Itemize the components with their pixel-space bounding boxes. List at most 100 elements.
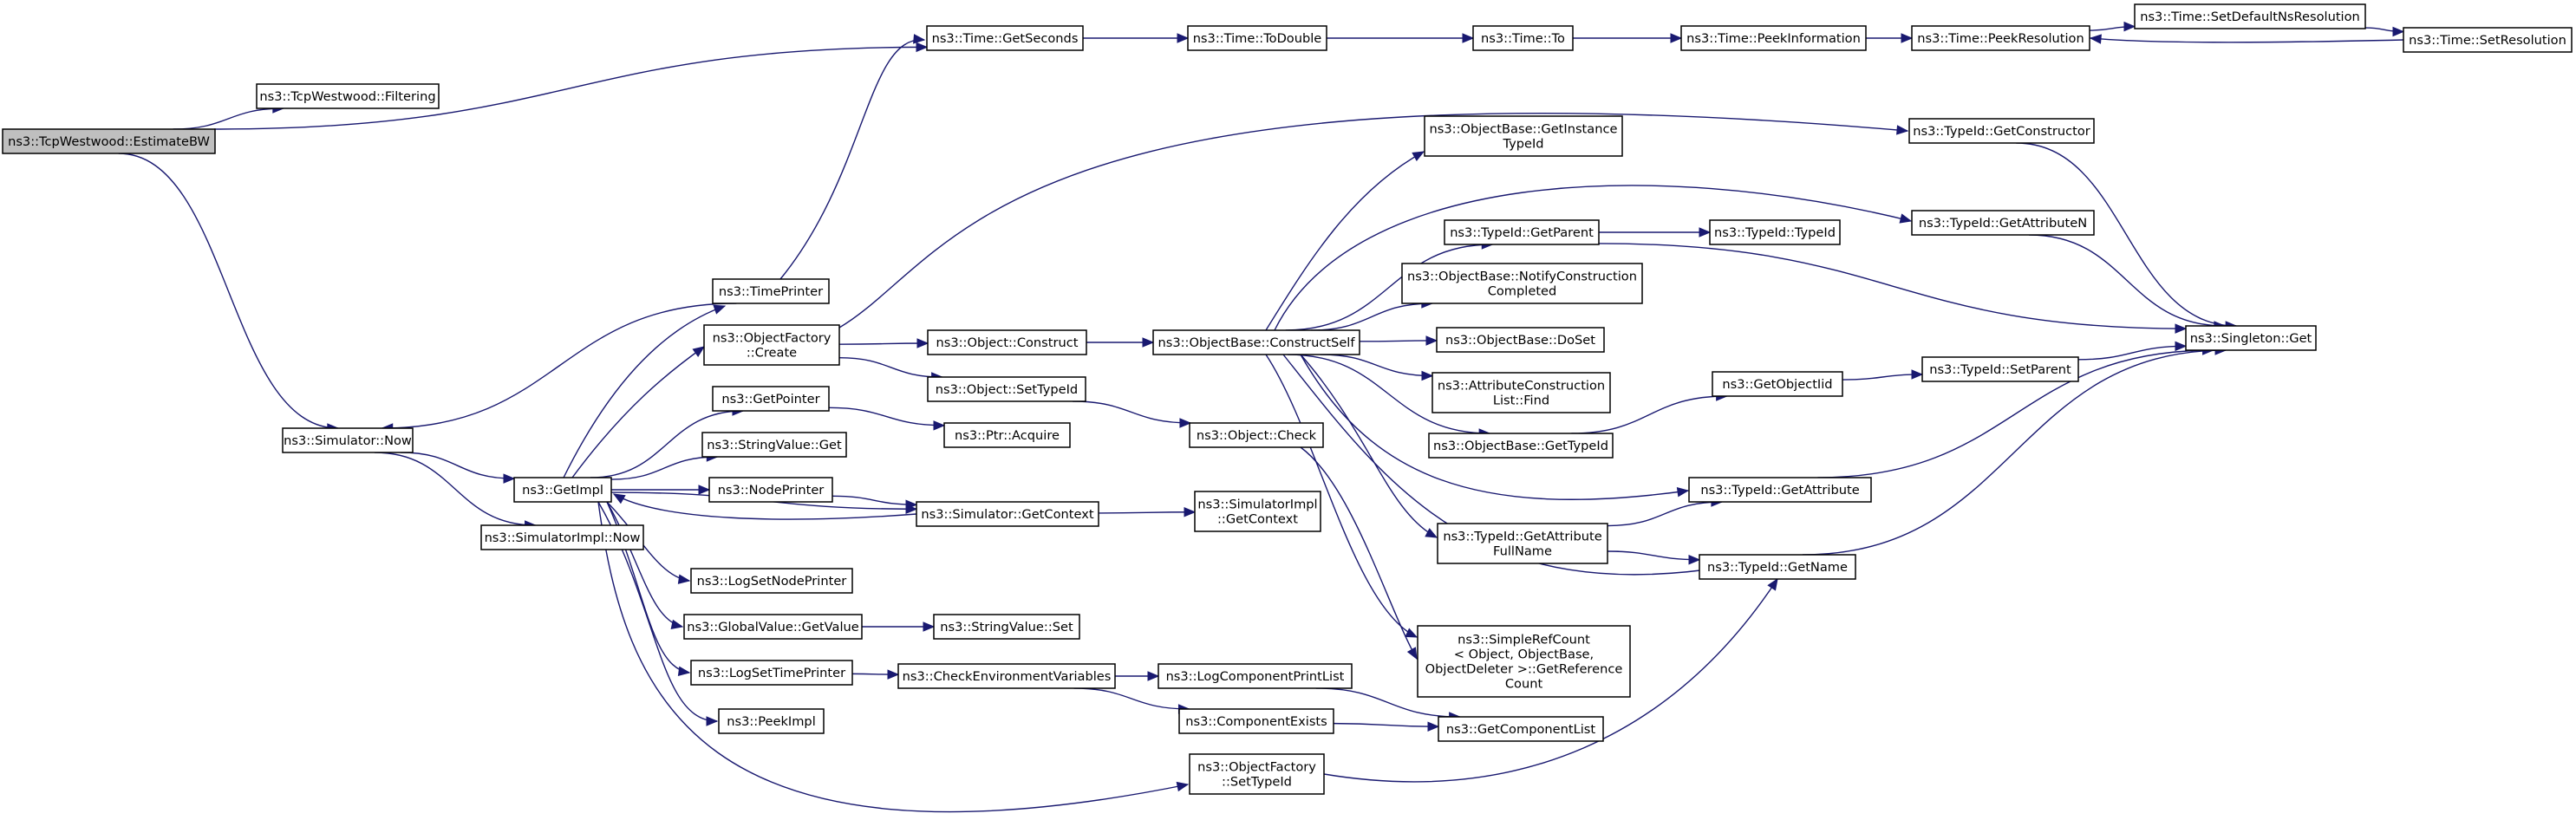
node-peek-impl[interactable]: ns3::PeekImpl <box>718 708 825 734</box>
node-log-set-time-printer[interactable]: ns3::LogSetTimePrinter <box>690 660 853 686</box>
node-label: ns3::GetImpl <box>522 483 603 498</box>
node-object-construct[interactable]: ns3::Object::Construct <box>927 329 1087 355</box>
arrowhead <box>2089 34 2102 44</box>
call-edge-construct-self-to-do-set <box>1359 335 1438 346</box>
node-get-attribute-n[interactable]: ns3::TypeId::GetAttributeN <box>1911 210 2095 236</box>
arrowhead <box>1412 151 1425 162</box>
node-label: < Object, ObjectBase, <box>1454 648 1594 662</box>
node-singleton-get[interactable]: ns3::Singleton::Get <box>2185 325 2317 351</box>
node-type-id-get-attribute[interactable]: ns3::TypeId::GetAttribute <box>1688 477 1872 503</box>
node-simulator-get-context[interactable]: ns3::Simulator::GetContext <box>916 501 1099 527</box>
node-get-impl[interactable]: ns3::GetImpl <box>513 477 612 503</box>
node-type-id-get-name[interactable]: ns3::TypeId::GetName <box>1699 554 1856 580</box>
arrowhead <box>916 42 929 53</box>
edge-line <box>1285 244 1493 331</box>
node-log-component-print-list[interactable]: ns3::LogComponentPrintList <box>1158 663 1353 689</box>
arrowhead <box>2175 323 2188 334</box>
node-box <box>683 614 863 640</box>
call-edge-get-impl-to-object-factory-create <box>571 346 706 478</box>
node-construct-self[interactable]: ns3::ObjectBase::ConstructSelf <box>1152 329 1360 355</box>
node-label: ::Create <box>747 346 797 361</box>
node-ptr-acquire[interactable]: ns3::Ptr::Acquire <box>943 422 1071 448</box>
node-box <box>1472 25 1574 51</box>
arrowhead <box>1142 337 1155 348</box>
node-to-double[interactable]: ns3::Time::ToDouble <box>1187 25 1327 51</box>
node-box <box>1908 118 2095 144</box>
node-peek-resolution[interactable]: ns3::Time::PeekResolution <box>1911 25 2090 51</box>
node-get-constructor[interactable]: ns3::TypeId::GetConstructor <box>1908 118 2095 144</box>
node-simulator-impl-get-context[interactable]: ns3::SimulatorImpl::GetContext <box>1194 491 1321 532</box>
node-peek-information[interactable]: ns3::Time::PeekInformation <box>1680 25 1867 51</box>
node-type-id-set-parent[interactable]: ns3::TypeId::SetParent <box>1921 356 2079 382</box>
node-object-factory-set-type-id[interactable]: ns3::ObjectFactory::SetTypeId <box>1189 753 1325 795</box>
node-label: ns3::NodePrinter <box>718 483 825 498</box>
node-label: ns3::LogSetTimePrinter <box>698 666 845 680</box>
node-object-check[interactable]: ns3::Object::Check <box>1189 422 1324 448</box>
call-edge-peek-resolution-to-set-default-ns-resolution <box>2089 21 2136 32</box>
call-edge-log-set-time-printer-to-check-environment-variables <box>851 669 900 680</box>
node-label: ns3::TypeId::SetParent <box>1929 362 2071 377</box>
node-set-default-ns-resolution[interactable]: ns3::Time::SetDefaultNsResolution <box>2134 3 2366 29</box>
node-label: ns3::Singleton::Get <box>2190 331 2312 346</box>
node-box <box>933 614 1080 640</box>
node-type-id-ctor[interactable]: ns3::TypeId::TypeId <box>1709 219 1841 245</box>
node-do-set[interactable]: ns3::ObjectBase::DoSet <box>1436 327 1605 353</box>
node-set-resolution[interactable]: ns3::Time::SetResolution <box>2403 27 2573 53</box>
call-edge-get-pointer-to-ptr-acquire <box>828 407 946 431</box>
node-box <box>1424 115 1623 157</box>
node-log-set-node-printer[interactable]: ns3::LogSetNodePrinter <box>690 568 853 594</box>
node-estimate-bw[interactable]: ns3::TcpWestwood::EstimateBW <box>2 128 216 154</box>
call-edge-type-id-set-parent-to-singleton-get <box>2077 341 2188 361</box>
arrowhead <box>1421 370 1434 381</box>
call-edge-object-factory-set-type-id-to-type-id-get-name <box>1323 577 1778 783</box>
arrowhead <box>1425 335 1438 346</box>
node-simulator-impl-now[interactable]: ns3::SimulatorImpl::Now <box>480 524 644 550</box>
call-edge-estimate-bw-to-get-seconds <box>214 42 929 130</box>
arrowhead <box>1406 647 1418 661</box>
node-simple-ref-count-get-reference-count[interactable]: ns3::SimpleRefCount< Object, ObjectBase,… <box>1417 625 1631 698</box>
node-object-factory-create[interactable]: ns3::ObjectFactory::Create <box>703 324 840 366</box>
node-filtering[interactable]: ns3::TcpWestwood::Filtering <box>256 83 440 109</box>
arrowhead <box>612 493 626 504</box>
node-box <box>1444 219 1600 245</box>
node-get-pointer[interactable]: ns3::GetPointer <box>712 386 830 412</box>
node-string-value-set[interactable]: ns3::StringValue::Set <box>933 614 1080 640</box>
node-box <box>2403 27 2573 53</box>
node-label: List::Find <box>1493 394 1549 408</box>
edge-line <box>1607 550 1700 561</box>
node-box <box>2185 325 2317 351</box>
node-get-component-list[interactable]: ns3::GetComponentList <box>1438 716 1604 742</box>
node-simulator-now[interactable]: ns3::Simulator::Now <box>282 427 414 453</box>
node-box <box>1417 625 1631 698</box>
node-get-seconds[interactable]: ns3::Time::GetSeconds <box>926 25 1084 51</box>
call-edge-time-to-to-peek-information <box>1573 33 1683 43</box>
node-get-parent[interactable]: ns3::TypeId::GetParent <box>1444 219 1600 245</box>
node-box <box>690 660 853 686</box>
node-get-object-iid[interactable]: ns3::GetObjectIid <box>1712 371 1843 397</box>
node-global-value-get-value[interactable]: ns3::GlobalValue::GetValue <box>683 614 863 640</box>
edge-line <box>838 356 942 378</box>
node-label: ns3::Time::SetResolution <box>2409 33 2566 48</box>
node-object-base-get-type-id[interactable]: ns3::ObjectBase::GetTypeId <box>1428 433 1614 459</box>
node-check-environment-variables[interactable]: ns3::CheckEnvironmentVariables <box>897 663 1116 689</box>
node-time-to[interactable]: ns3::Time::To <box>1472 25 1574 51</box>
node-notify-construction[interactable]: ns3::ObjectBase::NotifyConstructionCompl… <box>1401 263 1643 304</box>
edge-line <box>1817 349 2214 478</box>
node-label: ns3::AttributeConstruction <box>1438 379 1605 394</box>
node-string-value-get[interactable]: ns3::StringValue::Get <box>701 432 847 458</box>
node-label: ObjectDeleter >::GetReference <box>1425 662 1623 677</box>
arrowhead <box>692 346 706 357</box>
call-edge-construct-self-to-attribute-construction-list-find <box>1320 354 1434 381</box>
edge-line <box>118 153 338 429</box>
node-object-set-type-id[interactable]: ns3::Object::SetTypeId <box>927 376 1086 402</box>
arrowhead <box>1901 33 1914 43</box>
node-time-printer[interactable]: ns3::TimePrinter <box>712 278 830 304</box>
node-node-printer[interactable]: ns3::NodePrinter <box>708 477 833 503</box>
node-component-exists[interactable]: ns3::ComponentExists <box>1178 708 1334 734</box>
node-label: ns3::SimulatorImpl <box>1197 498 1317 512</box>
call-edge-construct-self-to-get-attribute-full-name <box>1300 354 1438 538</box>
